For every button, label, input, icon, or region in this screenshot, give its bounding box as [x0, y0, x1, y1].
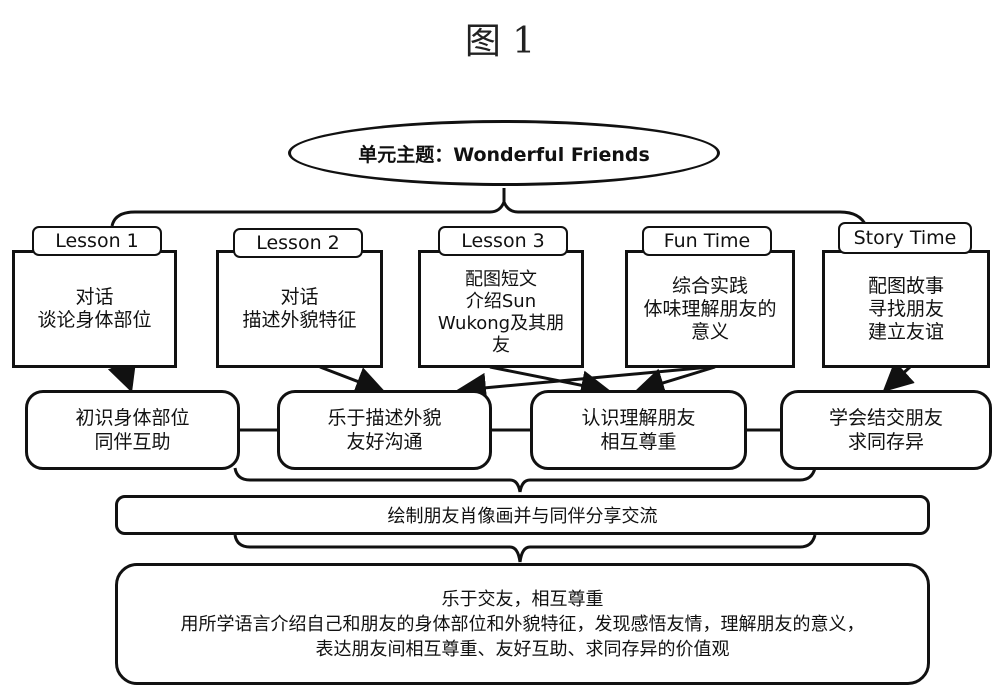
arrow-l3-g3: [489, 365, 611, 401]
arrow-st-g4: [882, 360, 915, 393]
arrow-ft-g3: [634, 365, 716, 398]
lesson-1-tab: Lesson 1: [32, 226, 162, 256]
activity-brace: [233, 534, 817, 563]
goal-box-1: 初识身体部位 同伴互助: [25, 390, 240, 470]
goal-box-2: 乐于描述外貌 友好沟通: [277, 390, 492, 470]
arrow-ft-g2: [456, 365, 711, 403]
arrow-l1-g1: [107, 359, 137, 393]
story-time-tab: Story Time: [838, 222, 972, 254]
summary-line-2: 用所学语言介绍自己和朋友的身体部位和外貌特征，发现感悟友情，理解朋友的意义，: [180, 613, 865, 635]
summary-line-3: 表达朋友间相互尊重、友好互助、求同存异的价值观: [315, 638, 730, 660]
summary-line-1: 乐于交友，相互尊重: [441, 588, 604, 610]
goals-brace: [233, 467, 817, 493]
lesson-3-box: 配图短文 介绍Sun Wukong及其朋 友: [418, 250, 584, 368]
fun-time-tab: Fun Time: [642, 226, 772, 256]
activity-box: 绘制朋友肖像画并与同伴分享交流: [115, 495, 930, 535]
lesson-2-tab: Lesson 2: [233, 228, 363, 258]
theme-brace: [110, 188, 868, 227]
lesson-1-box: 对话 谈论身体部位: [12, 250, 177, 368]
arrow-l2-g2: [319, 365, 386, 396]
figure-title: 图 1: [464, 21, 536, 62]
goal-box-3: 认识理解朋友 相互尊重: [530, 390, 747, 470]
theme-ellipse: 单元主题：Wonderful Friends: [288, 120, 720, 186]
lesson-2-box: 对话 描述外貌特征: [216, 250, 383, 368]
goal-box-4: 学会结交朋友 求同存异: [780, 390, 992, 470]
summary-box: 乐于交友，相互尊重 用所学语言介绍自己和朋友的身体部位和外貌特征，发现感悟友情，…: [115, 563, 930, 685]
story-time-box: 配图故事 寻找朋友 建立友谊: [822, 250, 990, 368]
lesson-3-tab: Lesson 3: [438, 226, 568, 256]
fun-time-box: 综合实践 体味理解朋友的 意义: [625, 250, 795, 368]
